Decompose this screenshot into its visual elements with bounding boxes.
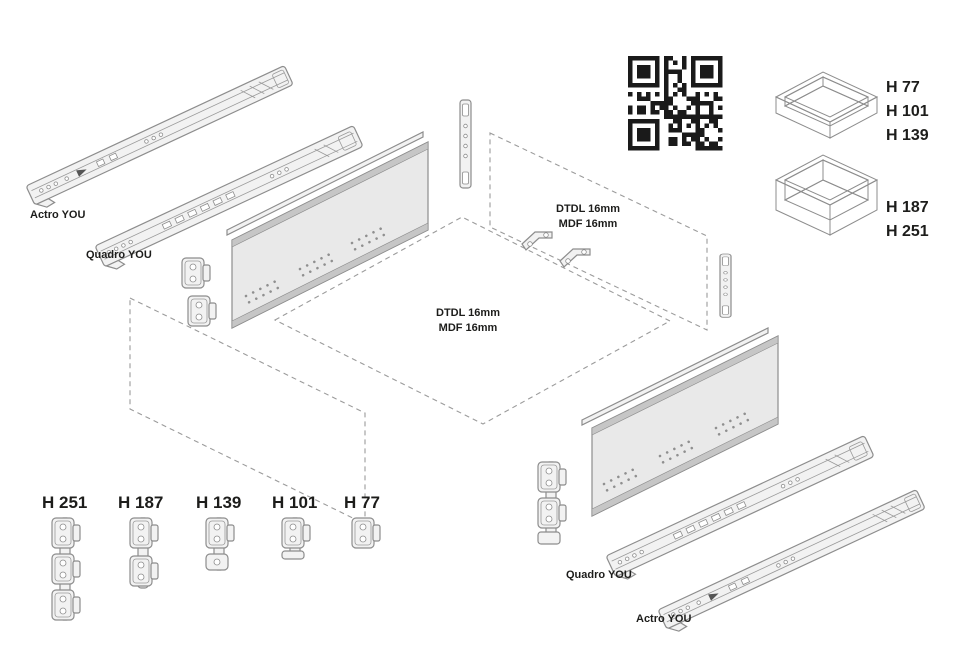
back-panel-material-label-line1: DTDL 16mm [556,203,620,215]
rear-connector-strip-right [719,253,732,318]
deep-drawer-box [774,154,879,236]
back-panel-material-label-line2: MDF 16mm [559,218,618,230]
height-bracket-h101 [281,517,311,560]
height-bracket-h187 [129,517,159,589]
qr-code [626,54,725,153]
label-bracket-h101: H 101 [272,493,317,512]
label-actro-top: Actro YOU [30,209,85,221]
rear-connector-strip-left [459,99,472,189]
label-bracket-h139: H 139 [196,493,241,512]
height-bracket-h251 [51,517,81,621]
height-bracket-h139 [205,517,235,571]
label-quadro-top: Quadro YOU [86,249,152,261]
label-bracket-h251: H 251 [42,493,87,512]
rear-bracket-stack-right [537,461,567,545]
shallow-drawer-box [774,71,879,139]
label-height-h187: H 187 [886,199,929,216]
right-side-panel [591,335,779,517]
label-actro-bottom: Actro YOU [636,613,691,625]
label-height-h77: H 77 [886,79,920,96]
label-bracket-h187: H 187 [118,493,163,512]
label-bracket-h77: H 77 [344,493,380,512]
back-panel-dashed [489,132,708,331]
bottom-panel-material-label-line2: MDF 16mm [439,322,498,334]
right-panel-top-profile [581,327,769,426]
label-height-h139: H 139 [886,127,929,144]
label-quadro-bottom: Quadro YOU [566,569,632,581]
label-height-h251: H 251 [886,223,929,240]
label-height-h101: H 101 [886,103,929,120]
bottom-panel-material-label-line1: DTDL 16mm [436,307,500,319]
left-panel-top-profile [226,131,424,236]
left-side-panel [231,141,429,329]
